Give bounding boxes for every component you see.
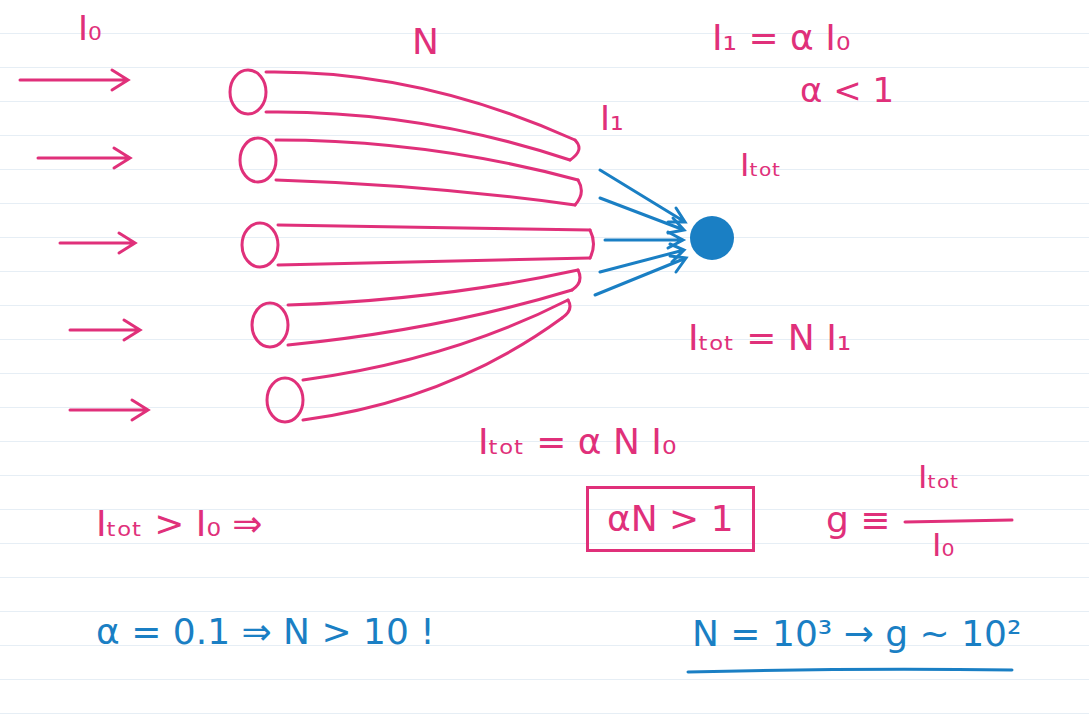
- handwritten-label: α < 1: [800, 72, 894, 109]
- handwritten-label: α = 0.1 ⇒ N > 10 !: [96, 612, 435, 652]
- handwritten-label: g ≡: [826, 500, 890, 540]
- handwritten-label: I₁ = α I₀: [712, 18, 850, 58]
- handwritten-label: Iₜₒₜ: [918, 460, 960, 495]
- handwritten-label: I₁: [600, 100, 624, 137]
- target-dot: [690, 216, 734, 260]
- result-box: αN > 1: [586, 486, 755, 552]
- handwritten-label: N: [412, 22, 439, 62]
- handwritten-label: N = 10³ → g ~ 10²: [692, 614, 1021, 654]
- handwritten-label: I₀: [932, 528, 954, 563]
- handwritten-label: Iₜₒₜ: [740, 148, 782, 183]
- handwritten-label: Iₜₒₜ > I₀ ⇒: [96, 504, 262, 544]
- boxed-condition: αN > 1: [607, 499, 734, 539]
- handwritten-label: Iₜₒₜ = α N I₀: [478, 422, 676, 462]
- handwritten-label: Iₜₒₜ = N I₁: [688, 318, 851, 358]
- handwritten-label: I₀: [78, 10, 102, 47]
